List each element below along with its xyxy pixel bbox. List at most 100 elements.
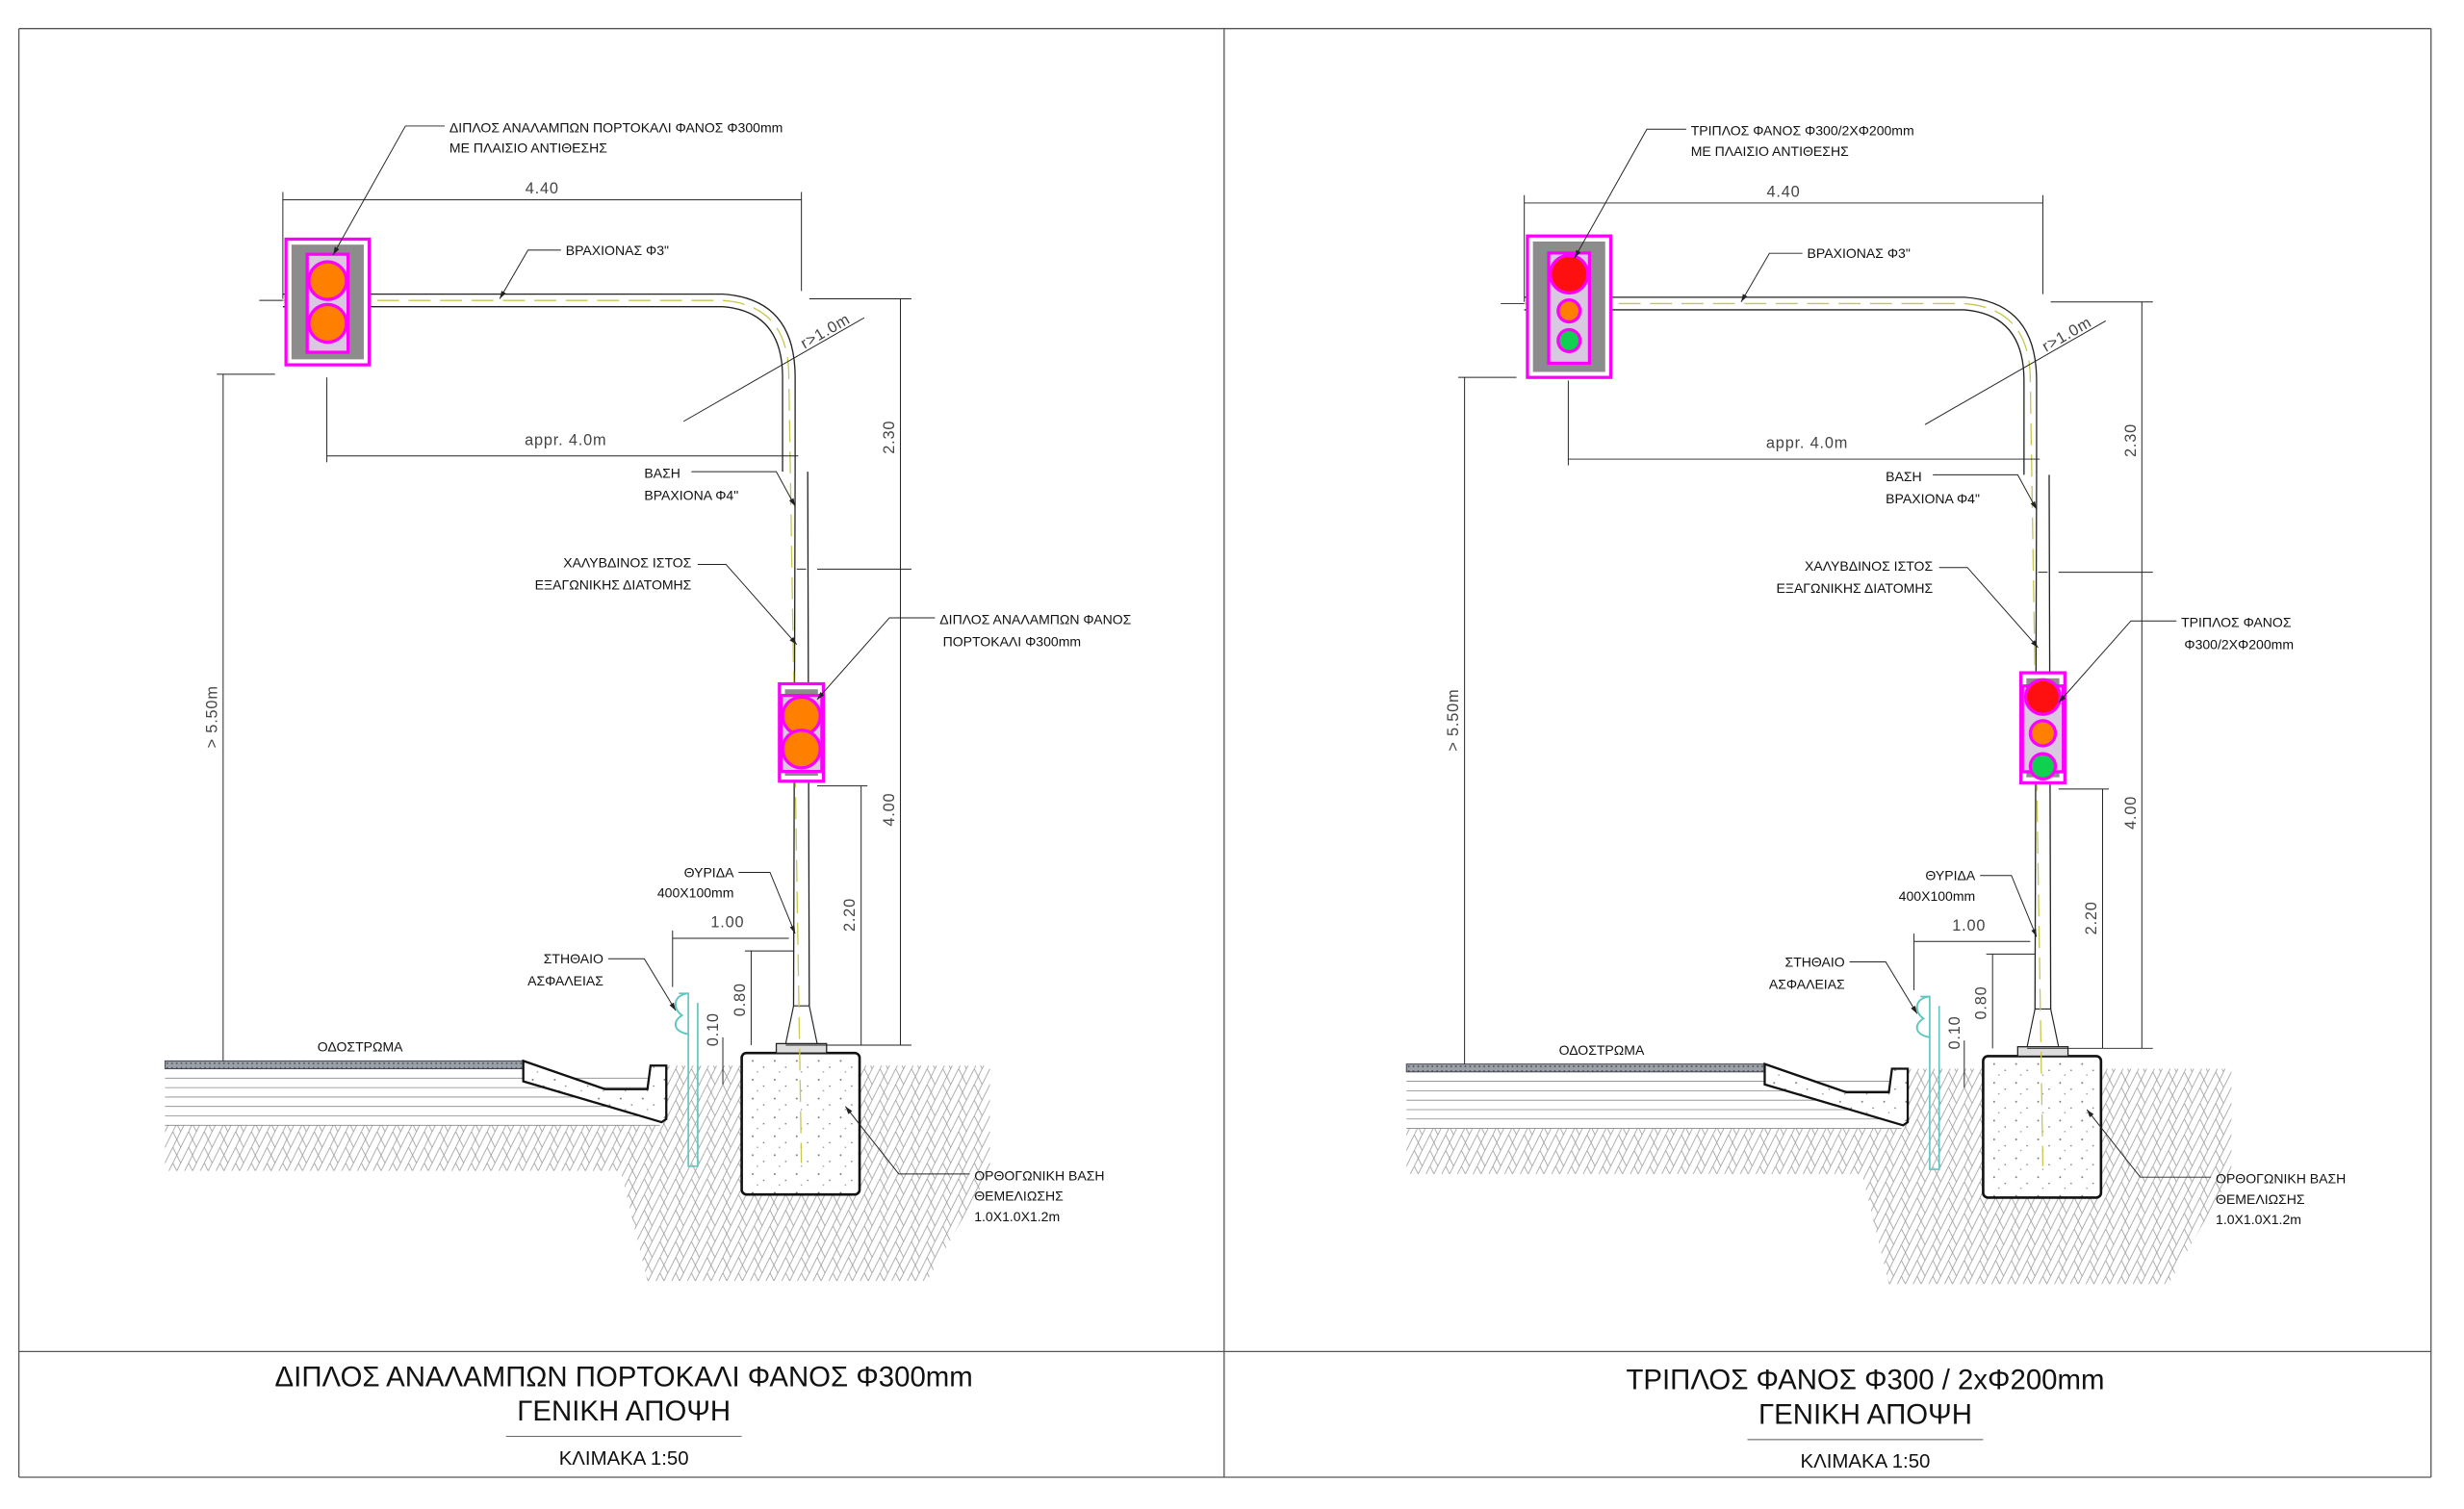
view-subtitle: ΓΕΝΙΚΗ ΑΠΟΨΗ — [517, 1395, 731, 1427]
scale-label: ΚΛΙΜΑΚΑ 1:50 — [559, 1448, 689, 1470]
guardrail-beam — [675, 992, 689, 1036]
red-lamp — [1552, 256, 1587, 292]
hatch-leader — [1980, 875, 2038, 937]
upper-signal-label: ΤΡΙΠΛΟΣ ΦΑΝΟΣ Φ300/2ΧΦ200mm — [1691, 123, 1914, 139]
hatch-label-2: 400Χ100mm — [1899, 888, 1976, 904]
road-label: ΟΔΟΣΤΡΩΜΑ — [318, 1039, 403, 1055]
upper-signal-label: ΔΙΠΛΟΣ ΑΝΑΛΑΜΠΩΝ ΠΟΡΤΟΚΑΛΙ ΦΑΝΟΣ Φ300mm — [449, 119, 783, 135]
foundation-leader — [2086, 1109, 2212, 1178]
soil-hatch — [165, 1125, 990, 1281]
arrowhead — [2087, 1109, 2094, 1118]
guardrail-leader — [1849, 961, 1918, 1014]
dim-signal-height-text: 2.20 — [2083, 901, 2100, 934]
dim-lower-text: 4.00 — [881, 793, 898, 827]
arm-base-label: ΒΑΣΗ — [1886, 469, 1922, 484]
dim-reach-text: appr. 4.0m — [1766, 435, 1848, 452]
arrowhead — [333, 246, 340, 255]
dim-width-text: 4.40 — [1767, 183, 1801, 200]
arm-base-leader — [691, 471, 796, 507]
foundation-label-2: ΘΕΜΕΛΙΩΣΗΣ — [2216, 1191, 2305, 1207]
dim-radius-line — [682, 317, 865, 422]
upper-signal-head — [284, 237, 372, 367]
mast-arm — [282, 293, 796, 473]
view-title: ΔΙΠΛΟΣ ΑΝΑΛΑΜΠΩΝ ΠΟΡΤΟΚΑΛΙ ΦΑΝΟΣ Φ300mm — [275, 1361, 973, 1393]
curb — [522, 1059, 668, 1124]
foundation-label: ΟΡΘΟΓΩΝΙΚΗ ΒΑΣΗ — [2216, 1171, 2346, 1187]
upper-signal-head — [1526, 234, 1613, 379]
dim-guard-height-text: 0.80 — [732, 983, 749, 1016]
arm-base-label: ΒΑΣΗ — [644, 466, 680, 481]
arm-leader — [499, 249, 561, 299]
lower-signal-head — [778, 681, 826, 783]
signal-leader — [332, 125, 446, 256]
arm-base-label-2: ΒΡΑΧΙΟΝΑ Φ4" — [644, 488, 738, 503]
lower-signal-label: ΤΡΙΠΛΟΣ ΦΑΝΟΣ — [2181, 615, 2292, 630]
dim-radius-text: r>1.0m — [798, 311, 854, 353]
foundation-label: ΟΡΘΟΓΩΝΙΚΗ ΒΑΣΗ — [974, 1167, 1104, 1183]
title-block: ΔΙΠΛΟΣ ΑΝΑΛΑΜΠΩΝ ΠΟΡΤΟΚΑΛΙ ΦΑΝΟΣ Φ300mmΓ… — [275, 1361, 973, 1470]
orange-lamp — [783, 731, 819, 767]
arrowhead — [1740, 294, 1748, 302]
arrowhead — [1574, 249, 1581, 259]
arrowhead — [2058, 695, 2066, 703]
upper-signal-label-2: ΜΕ ΠΛΑΙΣΙΟ ΑΝΤΙΘΕΣΗΣ — [1691, 143, 1849, 159]
foundation-label-2: ΘΕΜΕΛΙΩΣΗΣ — [974, 1189, 1064, 1204]
base-plate — [775, 1042, 828, 1054]
arrowhead — [2031, 928, 2037, 937]
dim-signal-height-text: 2.20 — [841, 898, 859, 932]
arrowhead — [1911, 1006, 1917, 1014]
scale-label: ΚΛΙΜΑΚΑ 1:50 — [1801, 1451, 1931, 1472]
guardrail-label: ΣΤΗΘΑΙΟ — [1785, 954, 1845, 969]
arrowhead — [500, 291, 506, 299]
asphalt-layer — [164, 1060, 525, 1070]
lower-signal-head — [2018, 671, 2066, 785]
mast-arm — [1524, 296, 2038, 475]
pole-leader — [1938, 567, 2039, 649]
arm-leader — [1740, 252, 1803, 303]
dim-step-text: 0.10 — [705, 1012, 722, 1046]
hatch-label: ΘΥΡΙΔΑ — [684, 864, 734, 880]
orange-lamp — [1559, 301, 1578, 320]
dim-clearance-text: > 5.50m — [203, 685, 220, 748]
pole-flange — [2026, 1008, 2060, 1047]
foundation-leader — [844, 1106, 970, 1175]
orange-lamp — [2032, 722, 2054, 745]
asphalt-layer — [1405, 1063, 1765, 1073]
centerline — [1524, 302, 2044, 1166]
arrowhead — [2031, 640, 2039, 648]
arrowhead — [816, 692, 825, 700]
upper-signal-label-2: ΜΕ ΠΛΑΙΣΙΟ ΑΝΤΙΘΕΣΗΣ — [449, 141, 607, 156]
foundation-label-3: 1.0Χ1.0Χ1.2m — [974, 1209, 1060, 1224]
green-lamp — [1559, 331, 1578, 350]
guardrail-label-2: ΑΣΦΑΛΕΙΑΣ — [1769, 976, 1845, 991]
arrowhead — [669, 1002, 677, 1011]
arrowhead — [845, 1106, 853, 1114]
pole-flange — [784, 1005, 818, 1044]
arrowhead — [2030, 500, 2037, 510]
view-subtitle: ΓΕΝΙΚΗ ΑΠΟΨΗ — [1758, 1399, 1972, 1431]
pole-label: ΧΑΛΥΒΔΙΝΟΣ ΙΣΤΟΣ — [1805, 558, 1933, 574]
road-label: ΟΔΟΣΤΡΩΜΑ — [1559, 1042, 1645, 1058]
guardrail-label-2: ΑΣΦΑΛΕΙΑΣ — [527, 973, 603, 988]
signal-leader — [1574, 128, 1686, 259]
green-lamp — [2032, 754, 2054, 778]
hatch-label: ΘΥΡΙΔΑ — [1925, 868, 1975, 883]
guardrail-beam — [1915, 995, 1931, 1038]
dim-radius-line — [1924, 320, 2106, 425]
dim-clearance-text: > 5.50m — [1445, 689, 1462, 752]
dim-offset-text: 1.00 — [1952, 917, 1986, 934]
lower-signal-label: ΔΙΠΛΟΣ ΑΝΑΛΑΜΠΩΝ ΦΑΝΟΣ — [939, 611, 1131, 627]
dim-guard-height-text: 0.80 — [1973, 985, 1990, 1019]
guardrail-label: ΣΤΗΘΑΙΟ — [544, 951, 603, 966]
annotations: ΔΙΠΛΟΣ ΑΝΑΛΑΜΠΩΝ ΠΟΡΤΟΚΑΛΙ ΦΑΝΟΣ Φ300mmΜ… — [318, 119, 1132, 1223]
arrowhead — [789, 636, 797, 645]
dim-step-text: 0.10 — [1946, 1015, 1964, 1049]
arrowhead — [789, 925, 796, 934]
lower-signal-leader — [816, 617, 936, 701]
hatch-label-2: 400Χ100mm — [657, 885, 734, 901]
dim-width-text: 4.40 — [526, 180, 559, 197]
base-plate — [2016, 1046, 2069, 1058]
orange-lamp — [783, 698, 819, 733]
soil-hatch — [1406, 1128, 2232, 1285]
